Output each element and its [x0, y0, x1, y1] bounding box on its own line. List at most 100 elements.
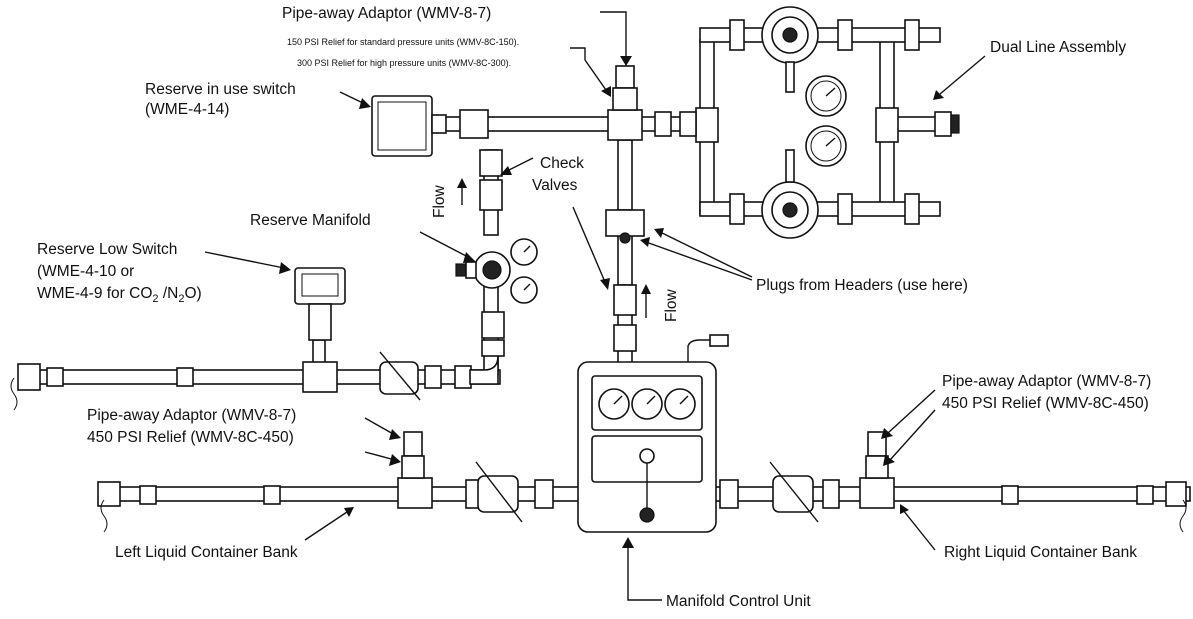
reserve-manifold [455, 238, 538, 357]
control-lever-pivot [639, 448, 655, 464]
arrow-check-valves-2 [600, 278, 610, 290]
dual-fitting [837, 193, 853, 225]
leader-right-bank [902, 509, 936, 551]
arrow-relief-right [883, 455, 895, 466]
right-lower-fittings [719, 431, 1187, 533]
left-upper-chain [10, 377, 18, 411]
right-lower-valve [772, 475, 814, 513]
control-lever-knob [639, 507, 655, 523]
reserve-low-switch [294, 267, 346, 393]
control-unit-hose [687, 339, 712, 362]
leader-relief-right [889, 409, 936, 461]
gauge-needle [825, 137, 836, 147]
dual-outlet-cap [950, 114, 960, 134]
label-left-bank: Left Liquid Container Bank [115, 544, 298, 561]
arrow-relief [601, 86, 611, 97]
arrow-plugs-2 [640, 237, 650, 247]
gauge-needle [679, 395, 689, 405]
switch-connector [431, 114, 447, 134]
manifold-control-unit [577, 361, 717, 533]
right-relief-valve [865, 455, 889, 479]
gauge-stem [785, 61, 795, 93]
label-pipeaway-top: Pipe-away Adaptor (WMV-8-7) [282, 5, 491, 22]
label-pipeaway-right-2: 450 PSI Relief (WMV-8C-450) [942, 395, 1149, 412]
reserve-in-use-switch [371, 95, 503, 211]
label-check-valves-1: Check [540, 155, 584, 172]
label-dual-line: Dual Line Assembly [990, 39, 1126, 56]
switch-box-lid [377, 101, 427, 151]
low-switch-tee [302, 361, 338, 393]
label-relief-150: 150 PSI Relief for standard pressure uni… [287, 37, 519, 47]
flow-arrowhead-center [641, 284, 651, 294]
right-lower-chain [1179, 499, 1187, 533]
reserve-inlet-cap [455, 263, 467, 277]
regulator-bottom-knob [782, 202, 798, 218]
dual-fitting [729, 19, 745, 51]
arrow-reserve-switch [359, 98, 371, 109]
left-pipeaway-adaptor [403, 431, 423, 457]
label-pipeaway-left-1: Pipe-away Adaptor (WMV-8-7) [87, 407, 296, 424]
dual-fitting [904, 19, 920, 51]
label-low-switch-1: Reserve Low Switch [37, 241, 177, 258]
left-lower-valve [477, 475, 519, 513]
right-lower-nut [719, 479, 739, 509]
arrow-reserve-manifold [463, 252, 476, 263]
reserve-regulator-knob [482, 260, 502, 280]
left-upper-valve [379, 361, 419, 395]
right-lower-check-body [1136, 485, 1154, 505]
left-upper-fittings [10, 351, 499, 411]
leader-relief-left [364, 451, 396, 461]
label-low-switch-3: WME-4-9 for CO2 /N2O) [37, 285, 202, 305]
left-lower-chain [100, 499, 108, 533]
arrow-pipeaway-top [620, 56, 632, 66]
dual-top-pipe [699, 27, 941, 43]
leader-pipeaway-right [887, 389, 936, 434]
reserve-lower-nut [481, 311, 505, 339]
top-nut [679, 111, 697, 137]
top-nut [654, 111, 672, 137]
label-flow-center: Flow [663, 288, 680, 322]
right-lower-nut [822, 479, 840, 509]
dual-outlet-nut [934, 111, 952, 137]
left-upper-elbow [469, 355, 499, 385]
right-lower-check-body [1001, 485, 1019, 505]
arrow-plugs-1 [654, 228, 664, 238]
left-lower-check-body [263, 485, 281, 505]
label-reserve-manifold: Reserve Manifold [250, 212, 371, 229]
switch-box [371, 95, 433, 157]
gauge-stem [785, 149, 795, 183]
switch-tee [459, 109, 489, 139]
gauge-needle [523, 245, 531, 253]
top-relief-valve [612, 87, 638, 111]
label-check-valves-2: Valves [532, 177, 578, 194]
arrow-dual-line [933, 90, 944, 100]
dual-fitting [904, 193, 920, 225]
dual-line-assembly [695, 6, 960, 239]
low-switch-window [301, 273, 339, 297]
top-pipeaway-adaptor [615, 65, 635, 89]
leader-check-valves-2 [572, 206, 606, 283]
left-lower-valve-handle [475, 461, 523, 523]
leader-relief [570, 47, 586, 60]
left-upper-end-nut [17, 363, 41, 391]
left-upper-nut [424, 365, 442, 389]
label-low-switch-2: (WME-4-10 or [37, 263, 134, 280]
leader-pipeaway-left [364, 417, 396, 436]
dual-gauge-bottom-face [810, 130, 842, 162]
arrow-relief-left [389, 454, 401, 466]
flow-arrowhead-left [457, 178, 467, 188]
left-upper-check-body [176, 367, 194, 387]
hose-fitting [709, 334, 729, 347]
right-lower-end-nut [1165, 481, 1187, 507]
left-upper-valve-handle [379, 351, 421, 401]
dual-tee [875, 107, 899, 143]
reserve-lower-nut [481, 339, 505, 357]
lower-nut [613, 324, 637, 352]
label-control-unit: Manifold Control Unit [666, 593, 811, 610]
arrow-control-unit [622, 537, 634, 548]
label-relief-300: 300 PSI Relief for high pressure units (… [297, 58, 511, 68]
gauge-needle [613, 395, 623, 405]
top-tee-assembly [605, 65, 697, 352]
left-upper-nut [454, 365, 472, 389]
